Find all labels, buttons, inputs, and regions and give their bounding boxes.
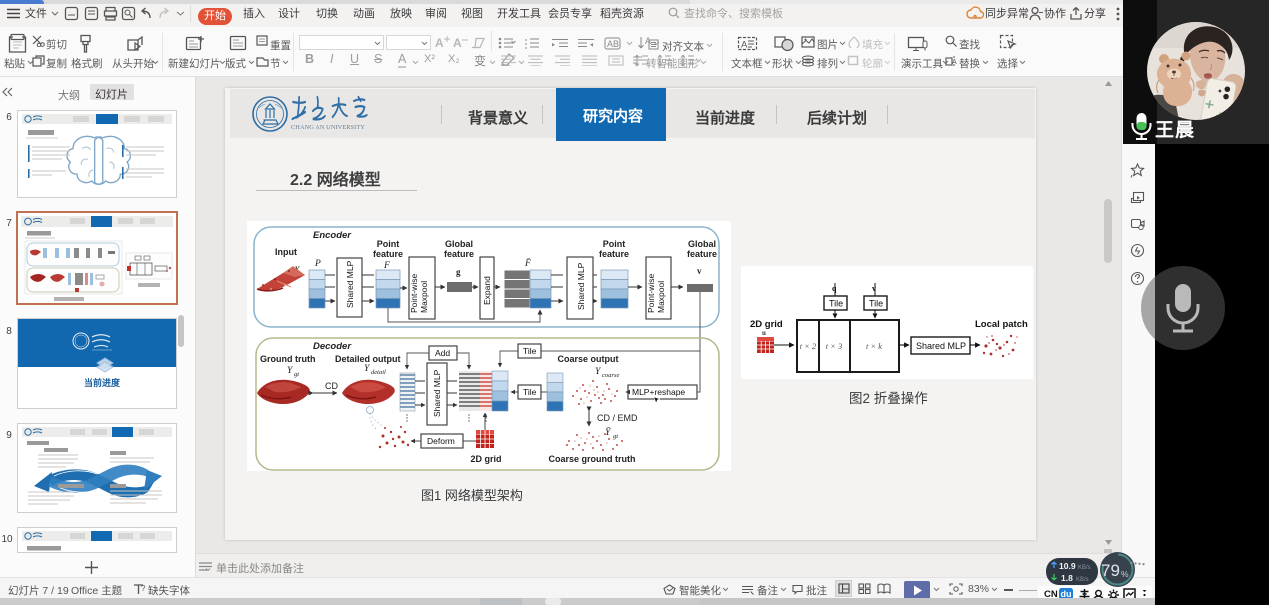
svg-text:Point-wise: Point-wise [646,274,656,313]
svg-text:F: F [383,261,390,271]
svg-text:KB/s: KB/s [1076,577,1089,583]
svg-text:Y: Y [364,364,371,374]
svg-text:?: ? [141,584,146,593]
svg-text:t × 2: t × 2 [800,341,817,351]
svg-text:Tile: Tile [523,387,537,397]
svg-text:u: u [762,329,766,337]
svg-text:F̄: F̄ [524,258,531,269]
svg-text:Tile: Tile [829,299,843,309]
svg-text:Tile: Tile [869,299,883,309]
svg-text:gt: gt [613,433,618,440]
svg-text:Input: Input [275,247,297,257]
svg-text:Y: Y [595,367,602,377]
svg-text:Maxpool: Maxpool [656,281,666,313]
svg-text:CD / EMD: CD / EMD [597,413,638,423]
svg-text:79: 79 [1101,561,1120,580]
svg-text:CD: CD [325,381,338,391]
svg-text:Global: Global [688,239,716,249]
svg-text:Shared MLP: Shared MLP [916,341,966,351]
svg-text:Tile: Tile [523,346,537,356]
svg-text:1.8: 1.8 [1061,573,1073,583]
svg-text:t × k: t × k [866,341,882,351]
svg-text:Ȳ: Ȳ [605,426,612,438]
svg-text:Add: Add [435,348,450,358]
svg-text:t × 3: t × 3 [826,341,843,351]
svg-text:Coarse output: Coarse output [557,354,618,364]
svg-text:MLP+reshape: MLP+reshape [632,387,685,397]
svg-text:Coarse ground truth: Coarse ground truth [549,454,636,464]
svg-text:Shared MLP: Shared MLP [432,369,442,417]
svg-text:feature: feature [687,249,717,259]
svg-text:P: P [314,259,321,269]
svg-text:feature: feature [599,249,629,259]
svg-text:Encoder: Encoder [313,230,352,241]
svg-text:Point: Point [377,239,400,249]
svg-text:detail: detail [371,369,386,376]
svg-text:2D grid: 2D grid [470,454,501,464]
svg-text:v: v [872,284,876,293]
svg-text:Global: Global [445,239,473,249]
svg-text:Ground truth: Ground truth [260,354,316,364]
svg-text:KB/s: KB/s [1078,565,1091,571]
svg-text:Shared MLP: Shared MLP [576,262,586,310]
svg-text:Maxpool: Maxpool [419,281,429,313]
svg-text:feature: feature [373,249,403,259]
svg-text:gt: gt [294,371,299,378]
svg-text:v: v [697,266,702,276]
svg-text:coarse: coarse [602,372,619,379]
svg-text:Local patch: Local patch [975,319,1028,330]
svg-text:A: A [741,40,748,51]
svg-text:Y: Y [287,366,294,376]
svg-text:Expand: Expand [482,276,492,305]
svg-text:Deform: Deform [427,436,455,446]
svg-text:A: A [645,36,651,46]
svg-text:AB: AB [607,39,619,49]
svg-text:2D grid: 2D grid [750,319,783,330]
svg-text:Detailed output: Detailed output [335,354,401,364]
svg-text:当前进度: 当前进度 [84,377,121,388]
svg-text:Point-wise: Point-wise [409,274,419,313]
svg-text:A: A [952,59,957,66]
svg-text:feature: feature [444,249,474,259]
svg-text:Decoder: Decoder [313,341,352,352]
svg-text:g: g [456,267,461,277]
svg-text:%: % [1121,569,1129,579]
svg-text:Point: Point [603,239,626,249]
svg-text:10.9: 10.9 [1059,561,1076,571]
svg-text:Shared MLP: Shared MLP [345,260,355,308]
